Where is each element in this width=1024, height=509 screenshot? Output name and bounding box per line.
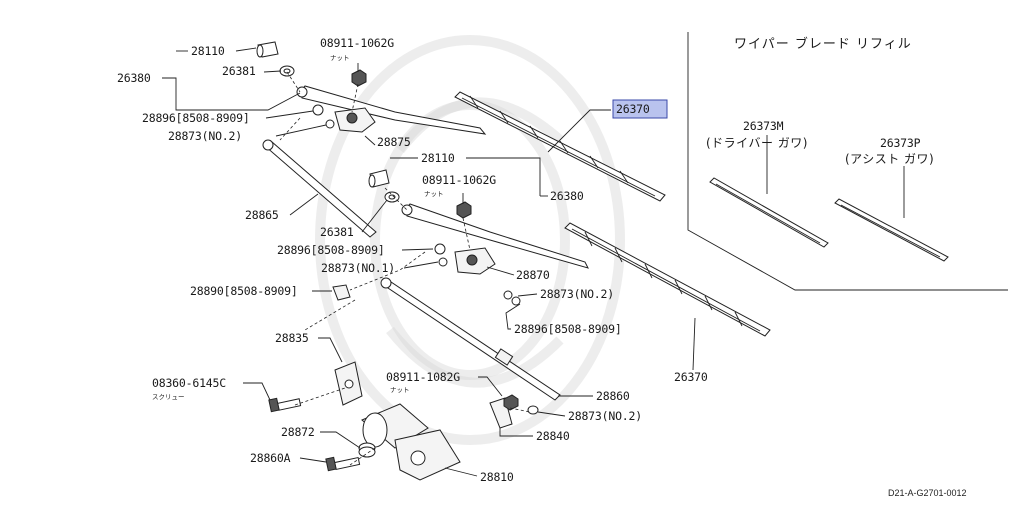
label-screw: スクリュー [152, 393, 185, 401]
label-28865[interactable]: 28865 [245, 208, 279, 222]
clip-28890[interactable] [332, 284, 351, 301]
wiper-arm-lower[interactable] [401, 203, 589, 269]
bracket-28835[interactable] [334, 361, 363, 406]
label-28110-mid[interactable]: 28110 [421, 151, 455, 165]
label-28835[interactable]: 28835 [275, 331, 309, 345]
label-assist-side: (アシスト ガワ) [845, 152, 934, 166]
label-28873-top[interactable]: 28873(NO.2) [168, 129, 242, 143]
label-28872[interactable]: 28872 [281, 425, 315, 439]
label-28896-mid[interactable]: 28896[8508-8909] [277, 243, 385, 257]
link-rod-28860[interactable] [380, 277, 561, 401]
label-28860A[interactable]: 28860A [250, 451, 291, 465]
label-28896-low[interactable]: 28896[8508-8909] [514, 322, 622, 336]
label-28875[interactable]: 28875 [377, 135, 411, 149]
label-08360[interactable]: 08360-6145C [152, 376, 226, 390]
nut-top[interactable] [351, 69, 367, 87]
wiper-blade-upper[interactable] [454, 91, 666, 202]
label-08911-top[interactable]: 08911-1062G [320, 36, 394, 50]
washer-top[interactable] [279, 65, 295, 77]
wiper-motor-28810[interactable] [361, 403, 461, 481]
label-26380-left[interactable]: 26380 [117, 71, 151, 85]
nut-low[interactable] [503, 394, 539, 415]
label-28896-top[interactable]: 28896[8508-8909] [142, 111, 250, 125]
pivot-assembly-28870[interactable] [434, 243, 521, 306]
label-28873-mid[interactable]: 28873(NO.2) [540, 287, 614, 301]
refill-strip-assist[interactable] [834, 198, 949, 262]
label-26380-right[interactable]: 26380 [550, 189, 584, 203]
label-nut-low: ナット [390, 386, 410, 394]
label-26381-top[interactable]: 26381 [222, 64, 256, 78]
wiper-cap-mid[interactable] [368, 169, 390, 188]
label-28873-low[interactable]: 28873(NO.2) [568, 409, 642, 423]
label-26373M[interactable]: 26373M [743, 119, 784, 133]
label-28873-no1[interactable]: 28873(NO.1) [321, 261, 395, 275]
label-08911-low[interactable]: 08911-1082G [386, 370, 460, 384]
label-28110-top[interactable]: 28110 [191, 44, 225, 58]
label-26370-low[interactable]: 26370 [674, 370, 708, 384]
label-28860[interactable]: 28860 [596, 389, 630, 403]
label-08911-mid[interactable]: 08911-1062G [422, 173, 496, 187]
label-28890[interactable]: 28890[8508-8909] [190, 284, 298, 298]
label-26370-highlight[interactable]: 26370 [616, 102, 650, 116]
link-rod-28865[interactable] [262, 139, 377, 238]
label-28840[interactable]: 28840 [536, 429, 570, 443]
assembly-dashed-lines [279, 71, 531, 466]
label-28870[interactable]: 28870 [516, 268, 550, 282]
label-nut-top: ナット [330, 54, 350, 62]
refill-section: ワイパー ブレード リフィル 26373M (ドライバー ガワ) 26373P … [706, 36, 934, 166]
wiper-blade-lower[interactable] [564, 222, 771, 337]
diagram-code: D21-A-G2701-0012 [888, 488, 967, 498]
label-nut-mid: ナット [424, 190, 444, 198]
refill-title: ワイパー ブレード リフィル [734, 36, 912, 52]
label-28810[interactable]: 28810 [480, 470, 514, 484]
nut-mid[interactable] [456, 201, 472, 219]
bolt-28860A[interactable] [325, 456, 361, 472]
wiper-arm-upper[interactable] [296, 85, 487, 135]
part-labels: 28110 08911-1062G ナット 26381 26380 28896[… [117, 36, 708, 484]
label-driver-side: (ドライバー ガワ) [706, 136, 808, 150]
label-26381-mid[interactable]: 26381 [320, 225, 354, 239]
washer-mid[interactable] [384, 191, 400, 203]
label-26373P[interactable]: 26373P [880, 136, 921, 150]
leader-lines [162, 47, 905, 477]
refill-strip-driver[interactable] [709, 177, 829, 248]
pivot-assembly-28875[interactable] [312, 104, 376, 133]
wiper-cap-upper[interactable] [256, 41, 279, 58]
highlight-box-26370[interactable] [612, 99, 668, 119]
grommet-28872[interactable] [358, 442, 376, 458]
refill-box-frame [687, 32, 1008, 291]
screw-08360[interactable] [268, 397, 302, 413]
